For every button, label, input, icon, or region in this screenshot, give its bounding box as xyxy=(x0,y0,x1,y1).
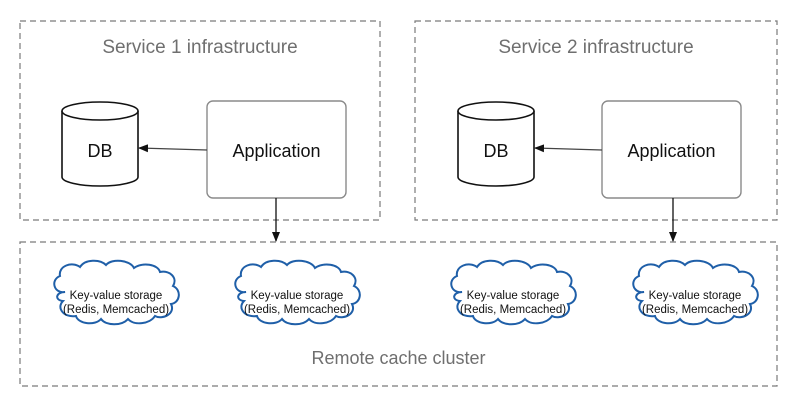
cache-node-label-2: Key-value storage (Redis, Memcached) xyxy=(233,289,361,317)
cache-node-label-3: Key-value storage (Redis, Memcached) xyxy=(449,289,577,317)
service1-app-label: Application xyxy=(232,141,321,161)
service2-title: Service 2 infrastructure xyxy=(498,37,694,58)
cache-node-2-line2: (Redis, Memcached) xyxy=(243,304,351,316)
cache-node-3-line2: (Redis, Memcached) xyxy=(459,304,567,316)
service2-app-to-db-arrow xyxy=(534,144,603,153)
cache-cluster-title: Remote cache cluster xyxy=(311,348,486,368)
cache-node-1-line2: (Redis, Memcached) xyxy=(62,304,170,316)
service1-db-label: DB xyxy=(87,141,113,161)
service2-boundary xyxy=(414,20,778,221)
service1-boundary xyxy=(19,20,381,221)
cache-cluster-boundary xyxy=(19,241,778,387)
cache-node-2-line1: Key-value storage xyxy=(250,290,344,302)
service1-app-to-db-arrow xyxy=(138,144,208,153)
service1-db-cylinder xyxy=(61,101,139,187)
service2-db-label: DB xyxy=(483,141,509,161)
cache-node-1-line1: Key-value storage xyxy=(69,290,163,302)
service2-app-label: Application xyxy=(627,141,716,161)
cache-node-label-1: Key-value storage (Redis, Memcached) xyxy=(52,289,180,317)
service1-title: Service 1 infrastructure xyxy=(102,37,298,58)
cache-node-3-line1: Key-value storage xyxy=(466,290,560,302)
cache-node-4-line2: (Redis, Memcached) xyxy=(641,304,749,316)
cache-node-label-4: Key-value storage (Redis, Memcached) xyxy=(631,289,759,317)
cache-node-4-line1: Key-value storage xyxy=(648,290,742,302)
service2-db-cylinder xyxy=(457,101,535,187)
